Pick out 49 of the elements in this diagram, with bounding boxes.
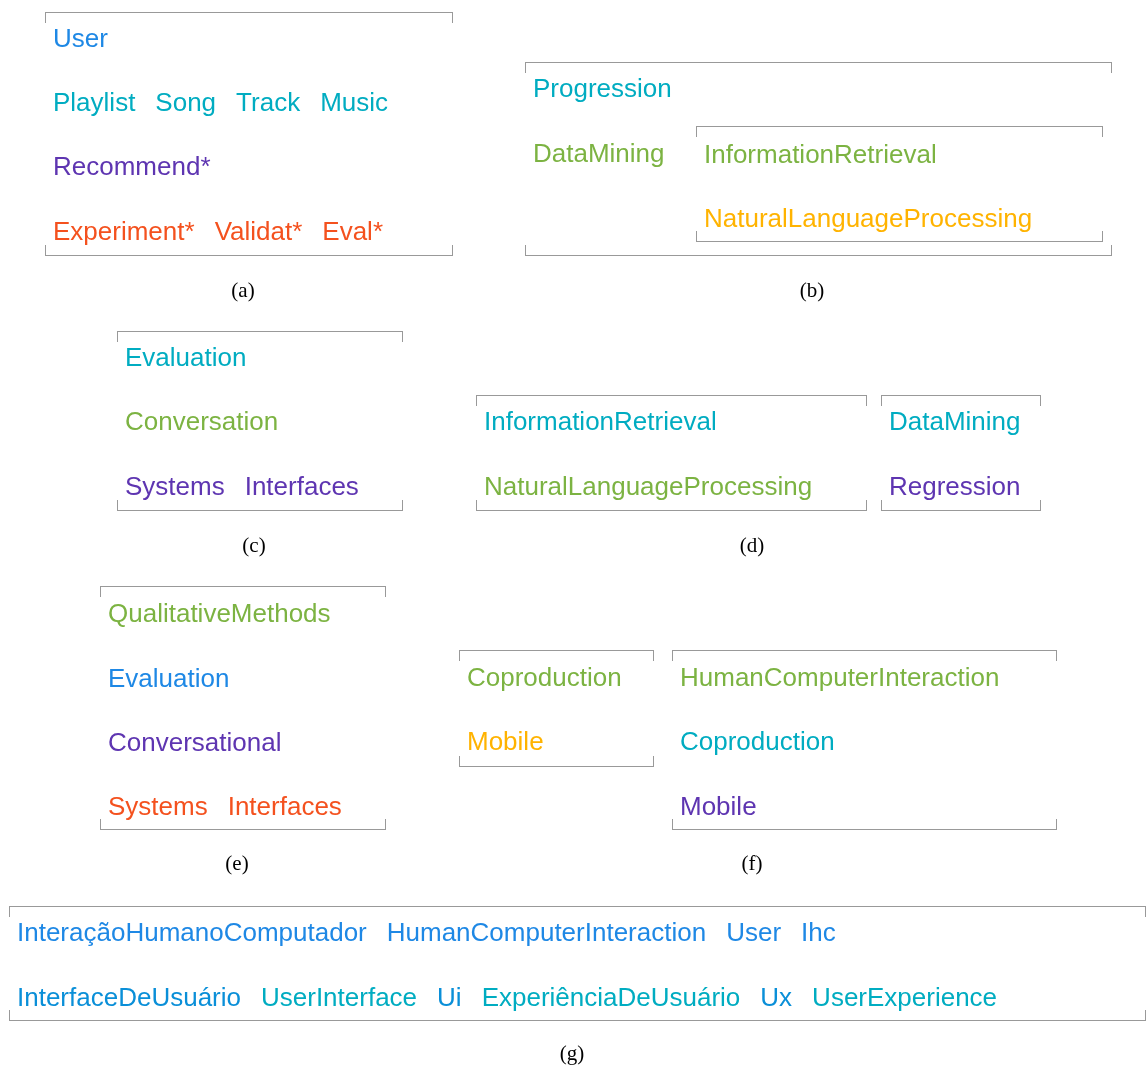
keyword: Systems [108,790,208,822]
keyword: Validat* [214,215,303,247]
keyword: Conversation [125,405,279,437]
keyword: DataMining [889,405,1021,437]
subfigure-caption: (e) [225,851,249,876]
keyword: Ux [760,981,793,1013]
keyword: NaturalLanguageProcessing [484,470,813,502]
keyword: InterfaceDeUsuário [17,981,241,1013]
keyword: User [53,22,108,54]
keyword: ExperiênciaDeUsuário [481,981,741,1013]
subfigure-caption: (g) [559,1041,585,1066]
keyword: Systems [125,470,225,502]
keyword: Regression [889,470,1021,502]
keyword: UserExperience [812,981,998,1013]
keyword: HumanComputerInteraction [680,661,1000,693]
keyword: Song [155,86,217,118]
keyword: Coproduction [467,661,622,693]
keyword: Experiment* [53,215,195,247]
keyword: Coproduction [680,725,835,757]
keyword: Ihc [801,916,836,948]
keyword: DataMining [533,137,665,169]
subfigure-caption: (b) [799,278,825,303]
keyword: Track [236,86,301,118]
keyword: Progression [533,72,672,104]
keyword: InteraçãoHumanoComputador [17,916,367,948]
subfigure-caption: (d) [739,533,765,558]
keyword: Ui [437,981,462,1013]
keyword: Interfaces [244,470,359,502]
keyword: Recommend* [53,150,211,182]
bracket-group [9,906,1146,1021]
keyword: QualitativeMethods [108,597,331,629]
keyword: Mobile [680,790,757,822]
keyword: Mobile [467,725,544,757]
keyword: InformationRetrieval [484,405,717,437]
subfigure-caption: (a) [231,278,255,303]
subfigure-caption: (f) [741,851,763,876]
keyword: Evaluation [108,662,230,694]
keyword: InformationRetrieval [704,138,937,170]
subfigure-caption: (c) [242,533,266,558]
keyword: UserInterface [261,981,418,1013]
keyword: User [726,916,782,948]
keyword: Eval* [322,215,383,247]
keyword: NaturalLanguageProcessing [704,202,1033,234]
keyword: Evaluation [125,341,247,373]
keyword: Music [320,86,389,118]
keyword: HumanComputerInteraction [386,916,707,948]
keyword: Interfaces [227,790,342,822]
keyword: Conversational [108,726,282,758]
keyword: Playlist [53,86,136,118]
